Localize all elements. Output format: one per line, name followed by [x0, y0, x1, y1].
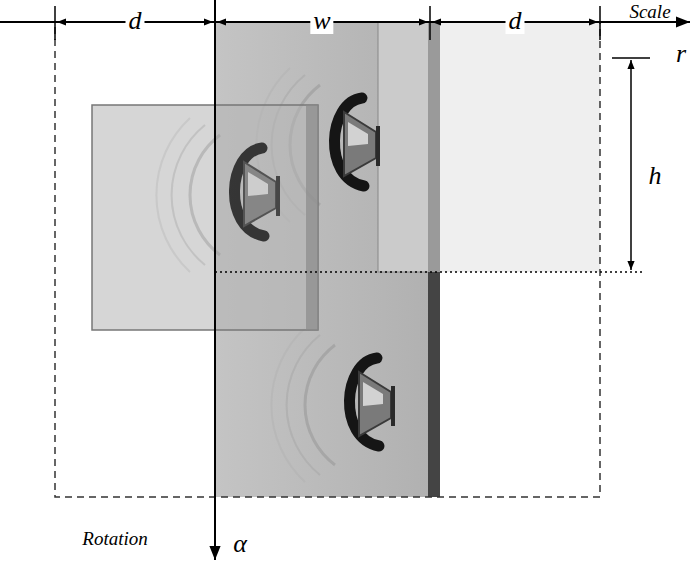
overlap-region	[378, 22, 430, 272]
panel-edge	[306, 105, 318, 330]
axis-symbol: r	[673, 41, 689, 67]
axis-label: Rotation	[79, 529, 150, 548]
dotted-line	[215, 271, 645, 273]
axis-label: Scale	[626, 2, 673, 21]
dimension-ticks	[55, 6, 650, 58]
dish-image	[271, 328, 395, 482]
dashed-frame	[55, 22, 600, 497]
dish-image	[156, 118, 280, 272]
axis-symbol: α	[230, 531, 250, 557]
dimension-label: d	[126, 8, 145, 34]
scale-axis	[0, 21, 690, 23]
dimension-label: h	[646, 163, 665, 189]
panel-edge	[428, 272, 440, 497]
rotated-image	[92, 105, 318, 330]
dimension-arrows	[57, 22, 631, 270]
dimension-label: w	[310, 8, 333, 34]
rotation-axis	[214, 0, 216, 560]
dimension-label: d	[506, 8, 525, 34]
panel-edge	[428, 22, 440, 272]
shifted-region	[440, 22, 600, 272]
